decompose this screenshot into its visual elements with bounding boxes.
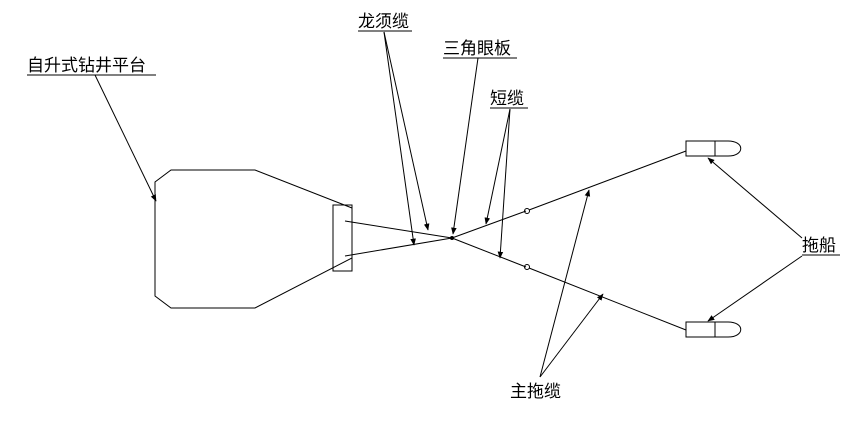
short-cable-lower xyxy=(451,237,527,268)
leader-tug-upper xyxy=(707,157,803,239)
tug-lower xyxy=(685,321,742,338)
label-short-cable: 短缆 xyxy=(490,89,524,109)
leader-triangle-plate xyxy=(451,57,479,235)
label-triangle-plate: 三角眼板 xyxy=(443,39,511,59)
leader-platform xyxy=(94,74,157,202)
leader-short-cable-1 xyxy=(484,108,511,225)
bridle-upper-line xyxy=(344,220,453,239)
label-platform: 自升式钻井平台 xyxy=(27,56,146,76)
leader-short-cable-2 xyxy=(497,108,511,259)
bridle-lower-line xyxy=(344,237,453,257)
main-tow-cable-upper xyxy=(528,150,687,211)
label-main-tow-cable: 主拖缆 xyxy=(510,382,561,402)
leader-bridle-2 xyxy=(383,31,430,231)
leader-tug-lower xyxy=(707,255,803,322)
main-tow-cable-lower xyxy=(528,267,687,331)
platform-stern-box xyxy=(332,204,353,272)
leader-main-tow-cable-upper xyxy=(539,189,591,378)
short-cable-upper xyxy=(451,210,527,239)
label-bridle: 龙须缆 xyxy=(358,12,409,32)
shackle-upper xyxy=(524,208,530,214)
shackle-lower xyxy=(524,264,530,270)
platform-hull xyxy=(154,169,353,309)
leader-bridle-1 xyxy=(383,31,416,246)
tug-upper xyxy=(685,140,742,157)
leader-main-tow-cable-lower xyxy=(539,293,604,378)
label-tug: 拖船 xyxy=(802,236,836,256)
